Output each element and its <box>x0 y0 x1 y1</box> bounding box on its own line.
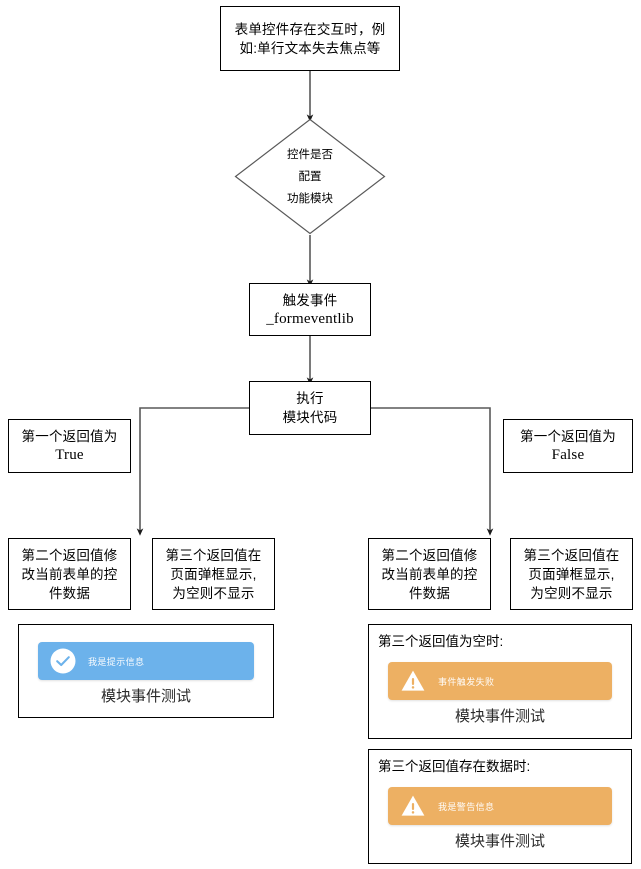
node-left-third-return: 第三个返回值在 页面弹框显示, 为空则不显示 <box>152 538 275 610</box>
panel-caption: 第三个返回值为空时: <box>378 634 504 649</box>
panel-info-alert-preview: 我是提示信息 模块事件测试 <box>18 624 274 718</box>
node-line-false: False <box>551 447 585 463</box>
alert-message: 我是警告信息 <box>438 801 495 812</box>
node-line: 第二个返回值修 <box>21 547 118 563</box>
node-line: 表单控件存在交互时，例 <box>234 21 386 37</box>
node-line: 配置 <box>298 170 322 183</box>
node-line: 第一个返回值为 <box>21 429 118 444</box>
node-decision-has-module: 控件是否 配置 功能模块 <box>234 118 386 235</box>
node-line: 第三个返回值在 <box>523 547 620 563</box>
node-execute-module-code: 执行 模块代码 <box>249 381 371 435</box>
alert-warning: 事件触发失败 <box>388 662 612 700</box>
alert-info: 我是提示信息 <box>38 642 254 680</box>
node-line: 如:单行文本失去焦点等 <box>239 40 381 56</box>
node-line: 为空则不显示 <box>172 585 255 601</box>
alert-message: 事件触发失败 <box>438 676 495 687</box>
node-line: 改当前表单的控 <box>381 566 478 582</box>
node-line: 第二个返回值修 <box>381 547 478 563</box>
node-line: 第一个返回值为 <box>520 429 616 444</box>
node-line: 改当前表单的控 <box>21 566 118 582</box>
alert-warning: 我是警告信息 <box>388 787 612 825</box>
panel-caption: 第三个返回值存在数据时: <box>378 759 531 774</box>
node-line: 页面弹框显示, <box>170 566 257 582</box>
node-line: 为空则不显示 <box>530 585 613 601</box>
alert-message: 我是提示信息 <box>88 656 145 667</box>
panel-footer-text: 模块事件测试 <box>454 708 545 725</box>
panel-footer-text: 模块事件测试 <box>454 833 545 850</box>
panel-warning-empty-preview: 第三个返回值为空时: 事件触发失败 模块事件测试 <box>368 624 632 739</box>
circle-check-icon <box>50 648 76 674</box>
node-right-second-return: 第二个返回值修 改当前表单的控 件数据 <box>368 538 491 610</box>
node-line: 件数据 <box>48 585 91 601</box>
diamond-shape <box>234 118 386 235</box>
node-right-third-return: 第三个返回值在 页面弹框显示, 为空则不显示 <box>510 538 633 610</box>
panel-footer-text: 模块事件测试 <box>100 688 191 705</box>
node-line: 触发事件 <box>282 292 338 308</box>
panel-warning-data-preview: 第三个返回值存在数据时: 我是警告信息 模块事件测试 <box>368 749 632 864</box>
node-first-return-true: 第一个返回值为 True <box>8 419 131 473</box>
node-trigger-event: 触发事件 _formeventlib <box>249 283 371 336</box>
node-line: 件数据 <box>408 585 451 601</box>
node-first-return-false: 第一个返回值为 False <box>503 419 633 473</box>
node-form-interaction: 表单控件存在交互时，例 如:单行文本失去焦点等 <box>220 6 400 71</box>
warning-triangle-icon <box>400 668 426 694</box>
node-line: 模块代码 <box>282 410 338 425</box>
node-line: 第三个返回值在 <box>165 547 262 563</box>
warning-triangle-icon <box>400 793 426 819</box>
node-line-formeventlib: _formeventlib <box>266 310 354 327</box>
node-line: 控件是否 <box>287 148 333 161</box>
node-line: 执行 <box>296 391 324 406</box>
node-line-true: True <box>55 447 84 463</box>
node-line: 功能模块 <box>287 192 333 205</box>
node-line: 页面弹框显示, <box>528 566 615 582</box>
node-left-second-return: 第二个返回值修 改当前表单的控 件数据 <box>8 538 131 610</box>
